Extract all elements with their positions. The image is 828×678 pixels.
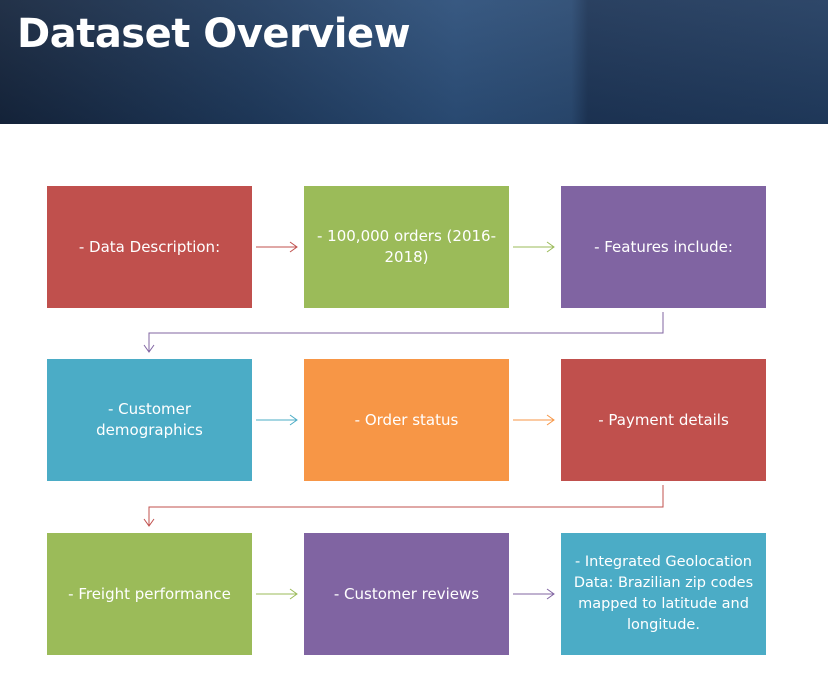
step-label: - Order status — [354, 410, 459, 429]
step-data-description: - Data Description: — [47, 186, 252, 308]
arrowhead — [143, 344, 155, 353]
arrowhead — [289, 588, 298, 600]
arrowhead — [546, 414, 555, 426]
step-label: - Customer reviews — [333, 584, 480, 603]
slide-title: Dataset Overview — [17, 11, 411, 57]
step-label: - Integrated Geolocation Data: Brazilian… — [573, 554, 754, 633]
step-label: - Payment details — [598, 410, 729, 429]
step-geolocation-data: - Integrated Geolocation Data: Brazilian… — [561, 533, 766, 655]
step-freight-performance: - Freight performance — [47, 533, 252, 655]
arrowhead — [289, 414, 298, 426]
wrap-arrow — [148, 312, 664, 352]
title-banner: Dataset Overview — [0, 0, 828, 124]
step-label: - Freight performance — [68, 584, 231, 603]
step-customer-demographics: - Customer demographics — [47, 359, 252, 481]
step-label: - Customer demographics — [96, 400, 203, 439]
arrowhead — [143, 518, 155, 527]
step-label: - 100,000 orders (2016-2018) — [317, 227, 496, 266]
arrowhead — [289, 241, 298, 253]
step-label: - Data Description: — [78, 237, 221, 256]
step-payment-details: - Payment details — [561, 359, 766, 481]
step-label: - Features include: — [594, 237, 733, 256]
step-orders: - 100,000 orders (2016-2018) — [304, 186, 509, 308]
wrap-arrow — [148, 485, 664, 526]
arrowhead — [546, 241, 555, 253]
step-customer-reviews: - Customer reviews — [304, 533, 509, 655]
step-order-status: - Order status — [304, 359, 509, 481]
arrowhead — [546, 588, 555, 600]
step-features: - Features include: — [561, 186, 766, 308]
